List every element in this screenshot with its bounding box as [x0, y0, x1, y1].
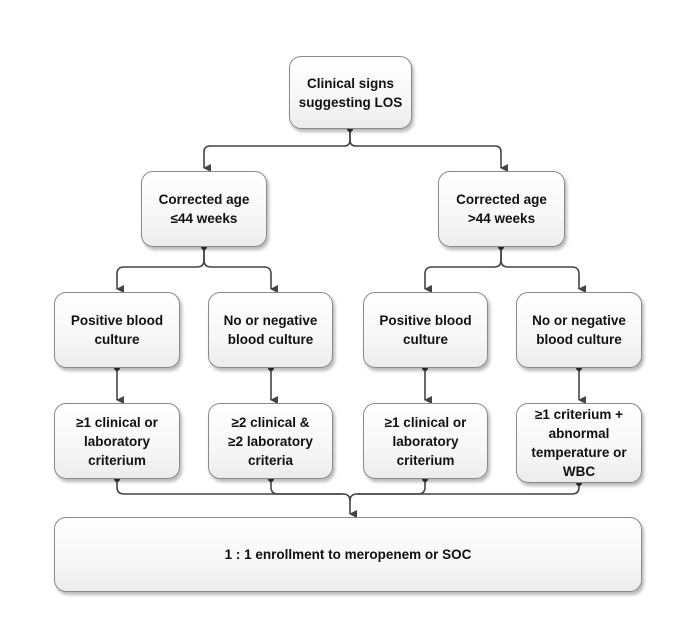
connector-crit-3-merge [349, 479, 426, 502]
connector-root-to-age-le [203, 129, 351, 172]
node-criteria-4-label: ≥1 criterium + abnormal temperature or W… [531, 407, 627, 479]
node-clinical-signs-label: Clinical signs suggesting LOS [298, 75, 403, 110]
connector-crit-1-merge [116, 479, 357, 518]
node-enrollment-label: 1 : 1 enrollment to meropenem or SOC [224, 547, 472, 562]
connector-age-gt-to-pos-2 [424, 247, 502, 293]
node-clinical-signs: Clinical signs suggesting LOS [289, 56, 412, 129]
node-corrected-age-gt-44: Corrected age >44 weeks [438, 171, 565, 247]
connector-age-le-to-pos-1 [116, 247, 205, 293]
node-criteria-2: ≥2 clinical & ≥2 laboratory criteria [208, 403, 333, 479]
node-criteria-1-label: ≥1 clinical or laboratory criterium [76, 414, 158, 468]
connector-age-gt-to-neg-2 [500, 247, 586, 293]
connector-crit-4-merge [357, 483, 580, 495]
node-criteria-1: ≥1 clinical or laboratory criterium [54, 403, 180, 479]
node-enrollment: 1 : 1 enrollment to meropenem or SOC [54, 517, 642, 592]
node-criteria-3-label: ≥1 clinical or laboratory criterium [384, 414, 467, 468]
node-corrected-age-gt-44-label: Corrected age >44 weeks [456, 192, 547, 226]
node-negative-blood-culture-left-label: No or negative blood culture [223, 313, 318, 347]
node-negative-blood-culture-left: No or negative blood culture [208, 292, 333, 368]
node-criteria-4: ≥1 criterium + abnormal temperature or W… [516, 403, 642, 483]
connector-age-le-to-neg-1 [203, 247, 278, 293]
node-corrected-age-le-44-label: Corrected age ≤44 weeks [158, 192, 250, 226]
node-positive-blood-culture-right-label: Positive blood culture [379, 313, 472, 347]
node-corrected-age-le-44: Corrected age ≤44 weeks [141, 171, 267, 247]
node-negative-blood-culture-right: No or negative blood culture [516, 292, 642, 368]
node-criteria-2-label: ≥2 clinical & ≥2 laboratory criteria [228, 414, 313, 468]
connector-root-to-age-gt [349, 129, 508, 172]
node-negative-blood-culture-right-label: No or negative blood culture [532, 313, 626, 347]
node-criteria-3: ≥1 clinical or laboratory criterium [363, 403, 488, 479]
node-positive-blood-culture-right: Positive blood culture [363, 292, 488, 368]
node-positive-blood-culture-left-label: Positive blood culture [70, 313, 164, 347]
node-positive-blood-culture-left: Positive blood culture [54, 292, 180, 368]
connector-crit-2-merge [270, 479, 343, 495]
